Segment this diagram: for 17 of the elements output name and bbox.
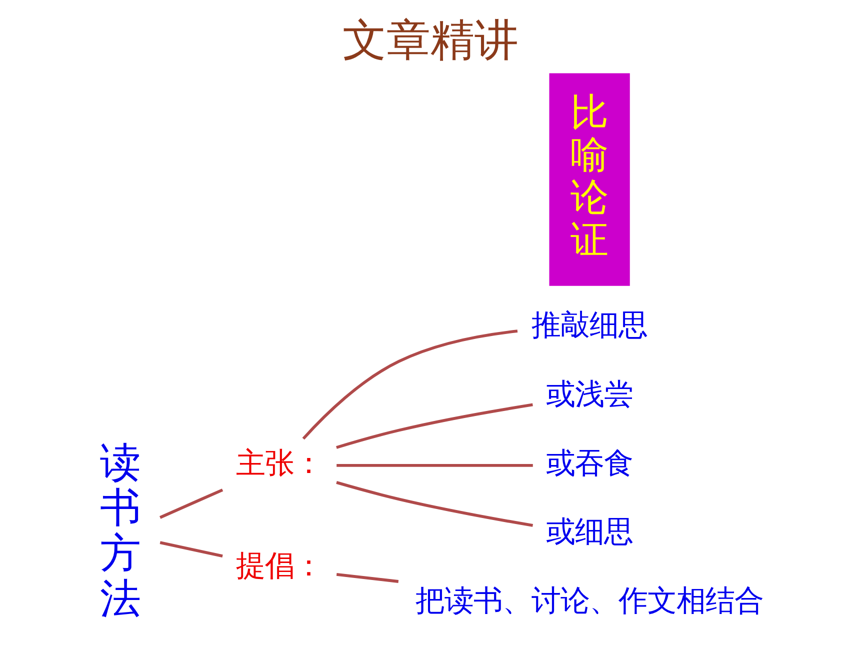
node-text: 提倡： xyxy=(236,548,323,582)
node-text: 推敲细思 xyxy=(531,308,648,342)
node-text: 或吞食 xyxy=(546,446,633,480)
connector xyxy=(159,541,222,558)
connector xyxy=(302,330,518,440)
node-text: 或细思 xyxy=(546,514,633,549)
node-text: 主张： xyxy=(236,446,323,480)
node-text: 或浅尝 xyxy=(546,376,633,411)
connector xyxy=(336,572,398,583)
connector xyxy=(336,481,533,527)
connector xyxy=(159,488,223,519)
node-box: 比喻论证 xyxy=(548,73,630,286)
connector xyxy=(336,464,532,467)
node-text: 读书方法 xyxy=(99,438,140,623)
diagram-title: 文章精讲 xyxy=(342,14,518,66)
node-text: 把读书、讨论、作文相结合 xyxy=(415,584,764,618)
connector xyxy=(336,403,532,449)
